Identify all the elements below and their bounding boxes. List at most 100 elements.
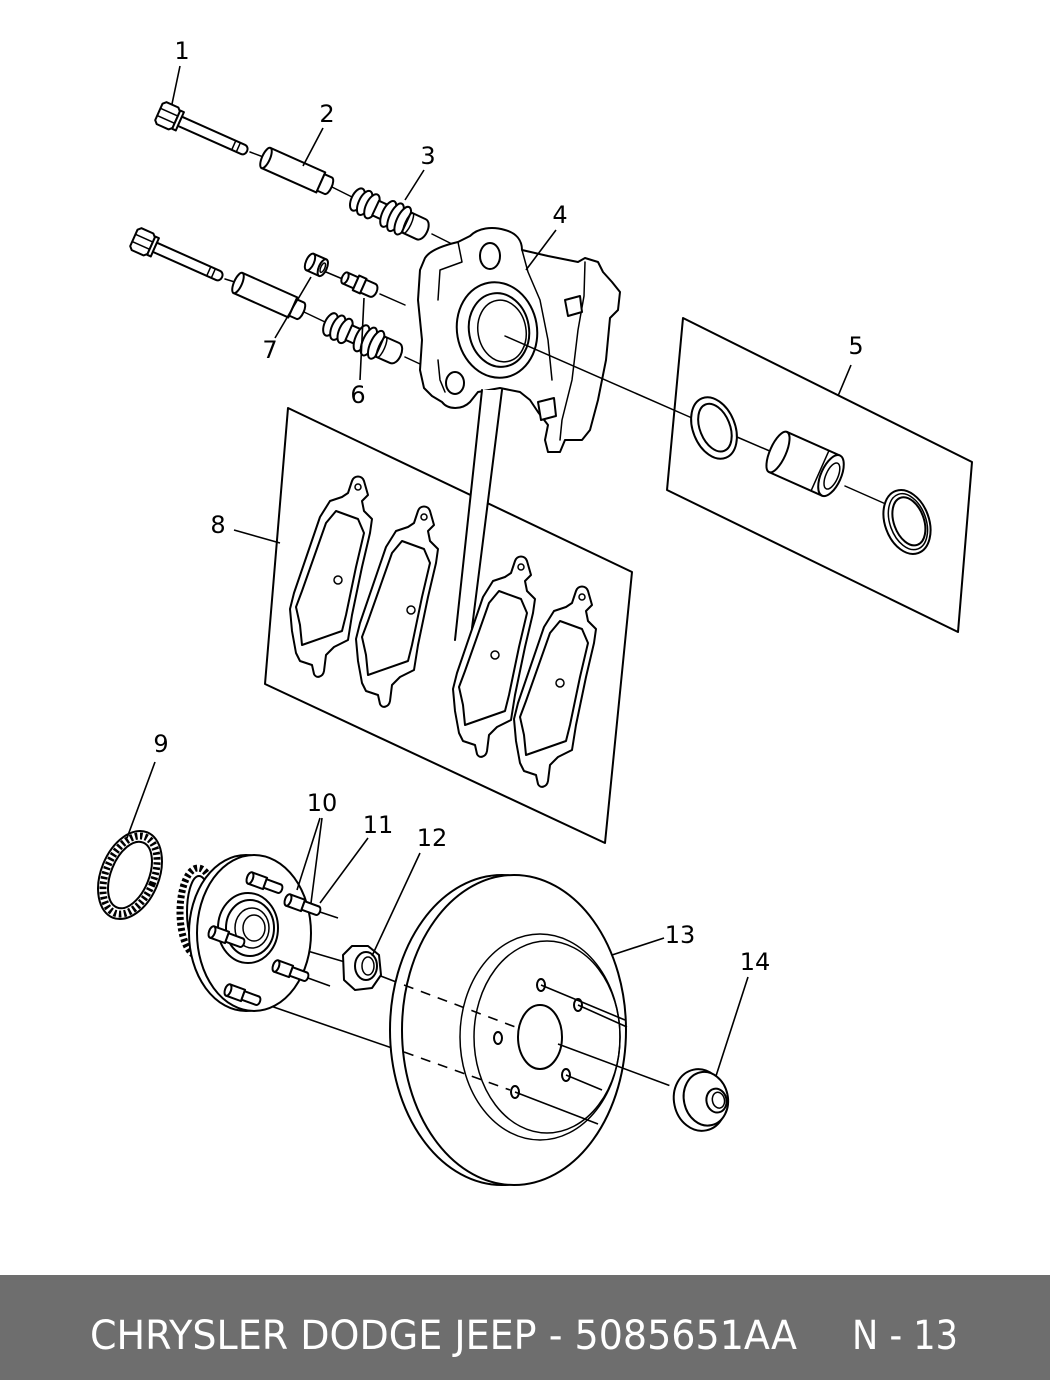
callout-3: 3	[420, 142, 435, 170]
bushing-bore	[319, 262, 327, 274]
wheel-stud-3	[207, 925, 246, 948]
caliper-lower-ear-hole	[445, 371, 465, 395]
centerline-guide-pins	[224, 151, 459, 365]
caliper-housing	[417, 227, 621, 453]
pad-friction-material	[361, 540, 431, 676]
pad-tab-hole	[354, 483, 362, 491]
rotor-lug-hole	[493, 1031, 503, 1045]
brake-rotor	[389, 874, 627, 1186]
footer-page-code: N - 13	[852, 1313, 958, 1359]
callout-8: 8	[210, 511, 225, 539]
brake-pad-4	[513, 585, 597, 788]
brake-pad-3	[452, 555, 536, 758]
stud-axis-lines-front	[514, 984, 661, 1125]
piston-dust-boot	[882, 489, 932, 555]
sleeve-boot-upper	[349, 187, 430, 241]
caliper-bolt-lower	[129, 227, 224, 282]
sleeve-boot-lower	[322, 312, 404, 365]
stud-thread	[240, 990, 262, 1006]
caliper-lead-bar-fill	[455, 390, 502, 640]
caliper-upper-ear-hole	[479, 242, 501, 270]
footer-title: CHRYSLER DODGE JEEP - 5085651AA	[90, 1313, 798, 1359]
stud-base	[283, 893, 293, 907]
sleeve-end	[231, 271, 245, 295]
piston-back	[765, 430, 791, 474]
seal-kit-box	[666, 317, 973, 633]
rotor-lug-hole	[561, 1068, 571, 1082]
tone-ring-inner	[107, 840, 153, 910]
callout-labels: 1 2 3 4 5 6 7 8 9 10 11 12 13 14	[153, 37, 863, 976]
pin-shank	[359, 278, 379, 298]
caliper-clip-upper	[564, 295, 583, 317]
callout-1: 1	[174, 37, 189, 65]
hub-bearing-assembly	[176, 854, 322, 1012]
footer-bar	[0, 1275, 1050, 1380]
pad-hole	[490, 650, 500, 660]
hub-bore	[242, 914, 266, 942]
pad-hole	[406, 605, 416, 615]
brake-pad-2	[355, 505, 439, 708]
sleeve-end	[259, 146, 273, 170]
sleeve-step	[288, 298, 307, 320]
boot-end-edge	[375, 336, 388, 359]
bolt-thread	[205, 265, 217, 279]
stud-base	[271, 959, 281, 973]
pad-tab-hole	[420, 513, 428, 521]
callout-13: 13	[665, 921, 696, 949]
stud-thread	[262, 878, 284, 894]
seal-kit-frame	[666, 317, 973, 633]
tone-ring	[97, 829, 163, 921]
pad-tab-hole	[517, 563, 525, 571]
pin-head-end	[340, 271, 350, 285]
rotor-hat-inner	[473, 940, 621, 1134]
rotor-center-bore	[517, 1004, 563, 1070]
pad-hole	[555, 678, 565, 688]
rotor-lug-hole	[536, 978, 546, 992]
callout-12: 12	[417, 824, 448, 852]
piston-seal	[690, 396, 738, 460]
stud-thread	[300, 900, 322, 916]
sleeve-step	[316, 173, 335, 195]
pad-friction-material	[295, 510, 365, 646]
wheel-stud-5	[223, 983, 262, 1006]
caliper-clip-lower	[537, 397, 557, 421]
bolt-thread	[230, 139, 242, 153]
callout-9: 9	[153, 730, 168, 758]
hub-nut-bore	[361, 956, 375, 976]
callout-14: 14	[740, 948, 771, 976]
piston-axis-line	[504, 335, 889, 506]
caliper-contour-lines	[437, 241, 586, 441]
bolt-head-facets	[131, 233, 154, 251]
pad-tab-hole	[578, 593, 586, 601]
brake-pad-1	[289, 475, 373, 678]
pad-hole	[333, 575, 343, 585]
callout-4: 4	[552, 201, 567, 229]
footer: CHRYSLER DODGE JEEP - 5085651AA N - 13	[0, 1275, 1050, 1380]
brake-pad-kit-frame	[264, 407, 633, 844]
guide-sleeve-lower	[231, 271, 307, 320]
bolt-shaft	[151, 241, 224, 282]
callout-6: 6	[350, 381, 365, 409]
stud-thread	[288, 966, 310, 982]
caliper-lead-bar	[454, 389, 503, 641]
callout-11: 11	[363, 811, 394, 839]
stud-base	[245, 871, 255, 885]
tone-ring-teeth	[99, 832, 161, 918]
caliper-bolt-upper	[154, 101, 249, 156]
piston-cup	[823, 462, 841, 490]
wheel-stud-4	[271, 959, 310, 982]
boot-end	[400, 211, 430, 241]
guide-sleeve-upper	[259, 146, 335, 195]
hub-bearing-seal	[234, 907, 270, 949]
callout-10: 10	[307, 789, 338, 817]
caliper-bore-groove	[477, 299, 527, 363]
stud-base	[223, 983, 233, 997]
bushing-back	[303, 252, 317, 272]
rotor-lug-hole	[573, 998, 583, 1012]
dust-cap	[672, 1068, 730, 1132]
small-pin	[340, 271, 379, 298]
brake-pad-kit-box	[264, 389, 633, 844]
bushing	[303, 252, 329, 278]
stud-base	[207, 925, 217, 939]
